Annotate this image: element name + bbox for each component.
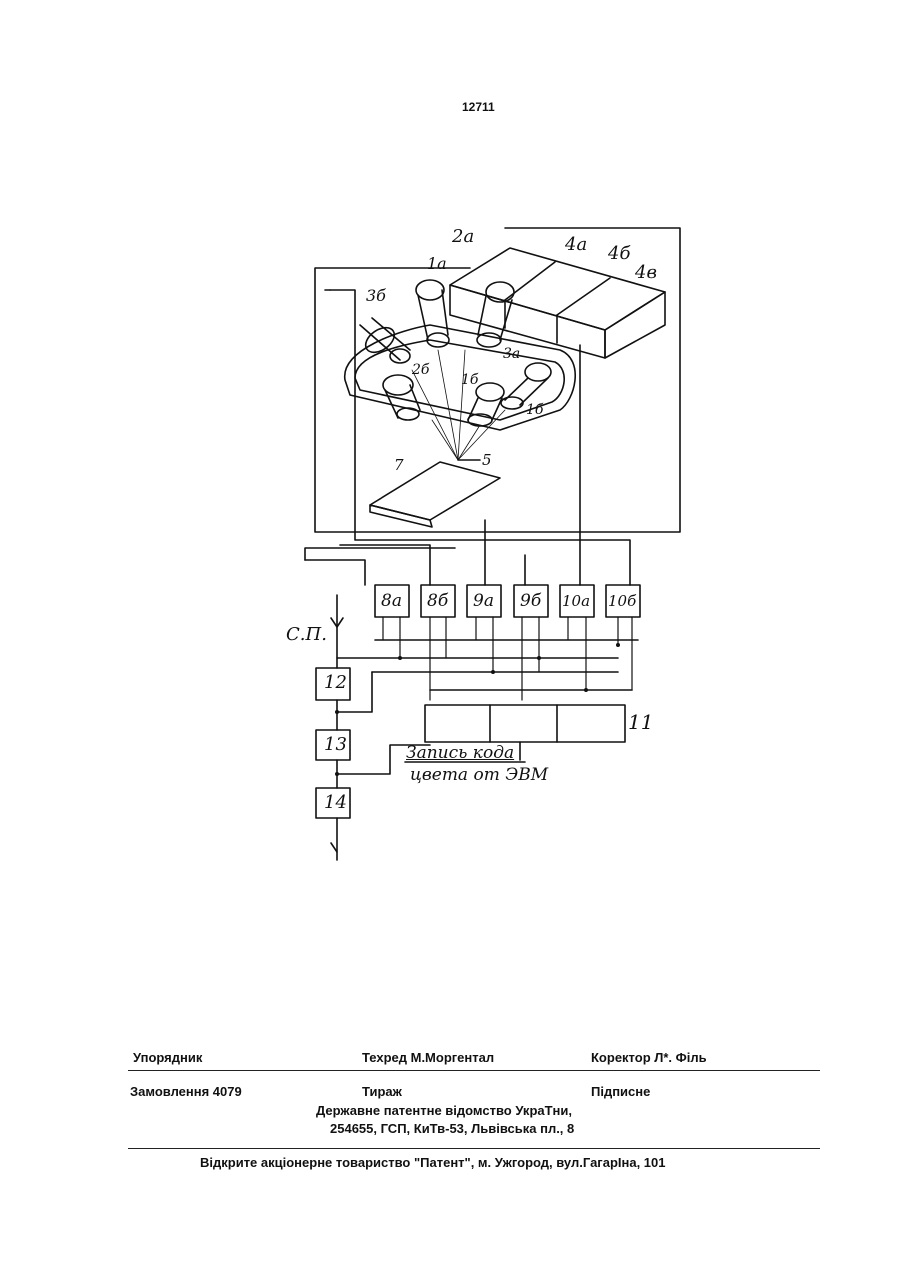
label-1b-inner: 1б: [461, 372, 478, 388]
label-1a: 1a: [427, 254, 447, 273]
block-label-10a: 10a: [562, 592, 590, 610]
corrector-label: Коректор Л*. Філь: [591, 1050, 707, 1065]
label-3a: 3a: [503, 346, 520, 362]
label-2a: 2a: [452, 226, 474, 247]
label-3b: 3б: [366, 286, 386, 305]
label-1b-outer: 1б: [526, 402, 543, 418]
block-label-14: 14: [324, 792, 347, 813]
caption-line-1: Запись кода: [406, 743, 514, 763]
agency-line-2: 254655, ГСП, КиТв-53, Львівська пл., 8: [330, 1121, 574, 1136]
compiler-label: Упорядник: [133, 1050, 202, 1065]
label-4a: 4a: [565, 234, 587, 255]
footer-divider-bottom: [128, 1148, 820, 1149]
label-4b: 4б: [608, 243, 630, 264]
input-label-sp: С.П.: [286, 624, 327, 645]
block-label-12: 12: [324, 672, 347, 693]
order-label: Замовлення 4079: [130, 1084, 242, 1099]
label-5: 5: [482, 451, 492, 469]
label-2b: 2б: [412, 362, 429, 378]
block-label-9b: 9б: [520, 591, 541, 611]
circulation-label: Тираж: [362, 1084, 402, 1099]
register-label-11: 11: [628, 710, 653, 734]
block-label-13: 13: [324, 734, 347, 755]
block-label-9a: 9a: [473, 591, 494, 611]
subscription-label: Підписне: [591, 1084, 650, 1099]
label-4v: 4в: [635, 262, 657, 283]
block-label-8a: 8a: [381, 591, 402, 611]
label-7: 7: [394, 456, 404, 474]
techred-label: Техред М.Моргентал: [362, 1050, 494, 1065]
block-label-10b: 10б: [608, 592, 636, 610]
page-number: 12711: [462, 100, 495, 114]
printer-line: Відкрите акціонерне товариство "Патент",…: [200, 1155, 666, 1170]
footer-divider-top: [128, 1070, 820, 1071]
block-label-8b: 8б: [427, 591, 448, 611]
caption-line-2: цвета от ЭВМ: [410, 765, 548, 785]
agency-line-1: Державне патентне відомство УкраТни,: [316, 1103, 572, 1118]
